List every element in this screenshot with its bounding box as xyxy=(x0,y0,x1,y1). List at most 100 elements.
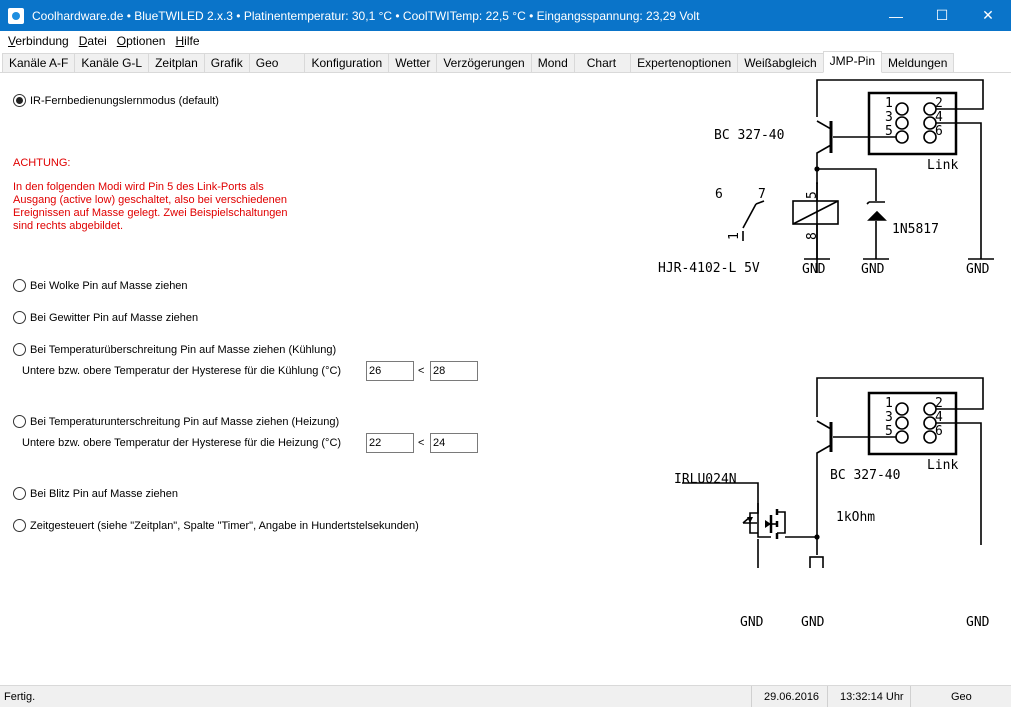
option-gewitter-label: Bei Gewitter Pin auf Masse ziehen xyxy=(30,311,199,324)
s2-gnd-resistor: GND xyxy=(801,615,825,630)
heating-upper-input[interactable] xyxy=(430,433,478,453)
s2-connector-label: Link xyxy=(927,458,958,473)
s2-resistor-label: 1kOhm xyxy=(836,510,875,525)
s1-gnd-relay: GND xyxy=(802,262,826,277)
option-zeitgesteuert[interactable]: Zeitgesteuert (siehe "Zeitplan", Spalte … xyxy=(13,519,419,532)
cooling-upper-input[interactable] xyxy=(430,361,478,381)
radio-zeitgesteuert[interactable] xyxy=(13,519,26,532)
s1-pin-2: 2 xyxy=(935,96,943,111)
warning-line-1: In den folgenden Modi wird Pin 5 des Lin… xyxy=(13,181,264,193)
status-date-value: 29.06.2016 xyxy=(764,690,820,703)
tab-weissabgleich[interactable]: Weißabgleich xyxy=(737,53,824,72)
app-icon xyxy=(8,7,24,24)
tab-verzoegerungen[interactable]: Verzögerungen xyxy=(436,53,532,72)
menu-datei[interactable]: Datei xyxy=(78,34,107,48)
tab-konfiguration[interactable]: Konfiguration xyxy=(304,53,390,72)
s1-pin-5: 5 xyxy=(885,124,893,139)
cooling-hysteresis-label: Untere bzw. obere Temperatur der Hystere… xyxy=(22,365,342,377)
radio-gewitter[interactable] xyxy=(13,311,26,324)
s1-pin-1: 1 xyxy=(885,96,893,111)
option-wolke-label: Bei Wolke Pin auf Masse ziehen xyxy=(30,279,188,292)
tab-expertenoptionen[interactable]: Expertenoptionen xyxy=(630,53,739,72)
s1-diode-label: 1N5817 xyxy=(892,222,939,237)
option-gewitter[interactable]: Bei Gewitter Pin auf Masse ziehen xyxy=(13,311,198,324)
heating-lower-input[interactable] xyxy=(366,433,414,453)
tab-kanaele-g-l[interactable]: Kanäle G-L xyxy=(74,53,150,72)
minimize-button[interactable]: — xyxy=(889,7,903,24)
s2-gnd-right: GND xyxy=(966,615,990,630)
status-date: 29.06.2016 xyxy=(751,686,827,707)
tab-strip: Kanäle A-F Kanäle G-L Zeitplan Grafik Ge… xyxy=(0,51,1011,73)
option-wolke[interactable]: Bei Wolke Pin auf Masse ziehen xyxy=(13,279,188,292)
s2-pin-1: 1 xyxy=(885,396,893,411)
tab-geo[interactable]: Geo xyxy=(248,53,306,72)
s2-transistor-label: BC 327-40 xyxy=(830,468,900,483)
status-mode: Geo xyxy=(910,686,1011,707)
s1-relay-pin-5: 5 xyxy=(805,191,820,199)
relay-circuit-schematic: 1 2 3 4 5 6 Link BC 327-40 1N5817 HJR-41… xyxy=(658,79,994,277)
status-mode-value: Geo xyxy=(951,690,972,703)
s1-relay-label: HJR-4102-L 5V xyxy=(658,261,760,276)
menu-hilfe[interactable]: Hilfe xyxy=(175,34,200,48)
tab-chart[interactable]: Chart xyxy=(573,53,632,72)
heating-hysteresis-label: Untere bzw. obere Temperatur der Hystere… xyxy=(22,437,342,449)
s1-pin-3: 3 xyxy=(885,110,893,125)
option-blitz[interactable]: Bei Blitz Pin auf Masse ziehen xyxy=(13,487,178,500)
s2-gnd-mosfet: GND xyxy=(740,615,764,630)
status-time-value: 13:32:14 Uhr xyxy=(840,690,904,703)
window-title: Coolhardware.de • BlueTWILED 2.x.3 • Pla… xyxy=(32,8,700,23)
s1-pin-4: 4 xyxy=(935,110,943,125)
warning-line-2: Ausgang (active low) geschaltet, also be… xyxy=(13,194,287,206)
warning-line-3: Ereignissen auf Masse gelegt. Zwei Beisp… xyxy=(13,207,288,219)
mosfet-gnd-row: GND GND GND xyxy=(740,615,990,630)
radio-ir-mode[interactable] xyxy=(13,94,26,107)
menu-verbindung[interactable]: Verbindung xyxy=(8,34,69,48)
s1-gnd-right: GND xyxy=(966,262,990,277)
option-blitz-label: Bei Blitz Pin auf Masse ziehen xyxy=(30,487,178,500)
title-bar: Coolhardware.de • BlueTWILED 2.x.3 • Pla… xyxy=(0,0,1011,31)
close-button[interactable]: ✕ xyxy=(982,7,994,23)
tab-grafik[interactable]: Grafik xyxy=(203,53,250,72)
option-ir-mode[interactable]: IR-Fernbedienungslernmodus (default) xyxy=(13,94,219,107)
s1-relay-pin-7: 7 xyxy=(758,187,766,202)
warning-line-4: sind rechts abgebildet. xyxy=(13,220,124,232)
status-time: 13:32:14 Uhr xyxy=(827,686,910,707)
option-temp-under[interactable]: Bei Temperaturunterschreitung Pin auf Ma… xyxy=(13,415,339,428)
radio-temp-under[interactable] xyxy=(13,415,26,428)
maximize-button[interactable]: ☐ xyxy=(935,7,949,23)
s1-relay-pin-8: 8 xyxy=(805,232,820,240)
radio-wolke[interactable] xyxy=(13,279,26,292)
status-bar: Fertig. 29.06.2016 13:32:14 Uhr Geo xyxy=(0,685,1011,707)
menu-bar: Verbindung Datei Optionen Hilfe xyxy=(0,31,1011,51)
s1-transistor-label: BC 327-40 xyxy=(714,128,784,143)
status-text: Fertig. xyxy=(4,690,36,703)
s2-mosfet-label: IRLU024N xyxy=(674,472,737,487)
radio-temp-over[interactable] xyxy=(13,343,26,356)
s2-pin-5: 5 xyxy=(885,424,893,439)
warning-title: ACHTUNG: xyxy=(13,157,71,169)
s2-pin-4: 4 xyxy=(935,410,943,425)
tab-wetter[interactable]: Wetter xyxy=(388,53,438,72)
s1-pin-6: 6 xyxy=(935,124,943,139)
option-temp-over[interactable]: Bei Temperaturüberschreitung Pin auf Mas… xyxy=(13,343,336,356)
tab-meldungen[interactable]: Meldungen xyxy=(881,53,955,72)
cooling-lower-input[interactable] xyxy=(366,361,414,381)
radio-blitz[interactable] xyxy=(13,487,26,500)
s2-pin-2: 2 xyxy=(935,396,943,411)
tab-mond[interactable]: Mond xyxy=(530,53,575,72)
menu-optionen[interactable]: Optionen xyxy=(116,34,166,48)
s1-connector-label: Link xyxy=(927,158,958,173)
heating-less-than: < xyxy=(418,437,425,449)
tab-zeitplan[interactable]: Zeitplan xyxy=(148,53,205,72)
s1-relay-pin-6: 6 xyxy=(715,187,723,202)
s1-gnd-diode: GND xyxy=(861,262,885,277)
option-zeitgesteuert-label: Zeitgesteuert (siehe "Zeitplan", Spalte … xyxy=(30,519,419,532)
s1-relay-pin-1: 1 xyxy=(727,232,742,240)
mosfet-circuit-schematic: 1 2 3 4 5 6 Link BC 327-40 IRLU024N 1kOh… xyxy=(674,377,984,568)
option-temp-over-label: Bei Temperaturüberschreitung Pin auf Mas… xyxy=(30,343,337,356)
jmp-pin-panel: IR-Fernbedienungslernmodus (default) ACH… xyxy=(0,73,1011,685)
tab-jmp-pin[interactable]: JMP-Pin xyxy=(822,51,883,73)
option-ir-label: IR-Fernbedienungslernmodus (default) xyxy=(30,94,219,107)
tab-kanaele-a-f[interactable]: Kanäle A-F xyxy=(2,53,76,72)
cooling-less-than: < xyxy=(418,365,425,377)
